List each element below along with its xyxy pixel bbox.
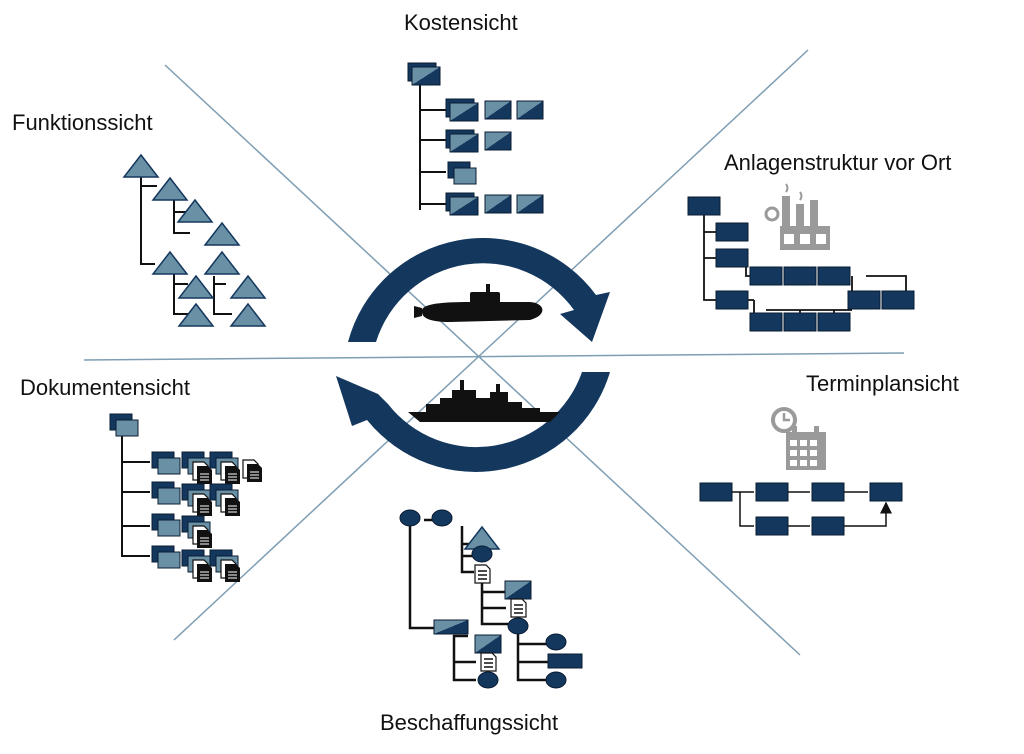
cycle-arrow-bottom [336, 372, 610, 472]
cycle-arrow-top [348, 238, 610, 342]
view-label-termin: Terminplansicht [806, 371, 959, 396]
view-label-kosten: Kostensicht [404, 10, 518, 35]
divider-lines [83, 49, 905, 656]
funktion-tree [123, 154, 266, 327]
view-label-anlagen: Anlagenstruktur vor Ort [724, 150, 952, 175]
termin-network [699, 482, 903, 536]
view-label-funktion: Funktionssicht [12, 110, 153, 135]
beschaffung-tree [399, 509, 583, 689]
factory-icon [764, 183, 830, 250]
dokumente-tree [109, 413, 263, 583]
anlagen-tree [687, 196, 915, 332]
submarine-icon [414, 284, 543, 322]
cycle-arrows [336, 238, 610, 472]
calendar-icon [786, 426, 826, 470]
kosten-tree [407, 62, 544, 216]
view-label-dokumente: Dokumentensicht [20, 375, 190, 400]
frigate-icon [408, 380, 560, 422]
view-label-beschaffung: Beschaffungssicht [380, 710, 559, 735]
clock-icon [771, 407, 797, 433]
